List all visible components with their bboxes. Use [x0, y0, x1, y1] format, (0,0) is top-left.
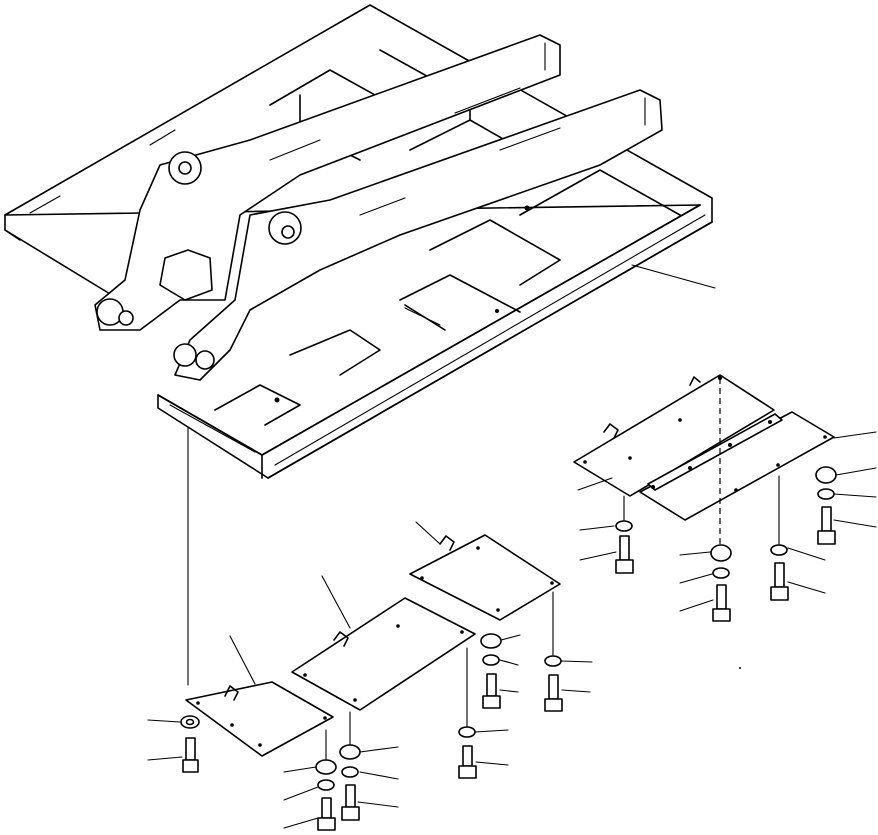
bolt — [712, 584, 731, 622]
bolt — [482, 673, 501, 709]
leader-frame — [631, 264, 716, 289]
washer — [317, 779, 335, 791]
bottom-cover-front — [409, 521, 561, 621]
bolt — [182, 737, 199, 773]
washer — [615, 520, 633, 532]
washer — [180, 715, 200, 729]
washer — [544, 655, 562, 667]
leader-lines — [147, 431, 877, 829]
washer — [458, 726, 476, 738]
bottom-cover-rear — [185, 635, 334, 757]
lift-arm — [94, 34, 663, 381]
alignment-lines — [325, 475, 780, 761]
washer — [712, 567, 730, 579]
nut — [480, 633, 502, 649]
bolt — [317, 797, 336, 831]
nut — [815, 466, 837, 484]
bolt — [817, 506, 836, 545]
bolt — [458, 745, 477, 779]
bolt — [615, 535, 634, 574]
washer — [770, 544, 788, 556]
nut — [339, 744, 361, 760]
bolt — [341, 784, 360, 821]
nut — [315, 759, 337, 775]
bottom-cover-right-plate — [573, 374, 775, 497]
bottom-cover-middle — [291, 575, 476, 711]
washer — [817, 488, 835, 500]
fasteners — [180, 466, 837, 831]
washer — [341, 766, 359, 778]
bolt — [544, 674, 563, 712]
nut — [710, 544, 732, 562]
washer — [482, 654, 500, 666]
bolt — [770, 562, 789, 601]
bottom-cover-hinge-plate — [639, 411, 835, 521]
